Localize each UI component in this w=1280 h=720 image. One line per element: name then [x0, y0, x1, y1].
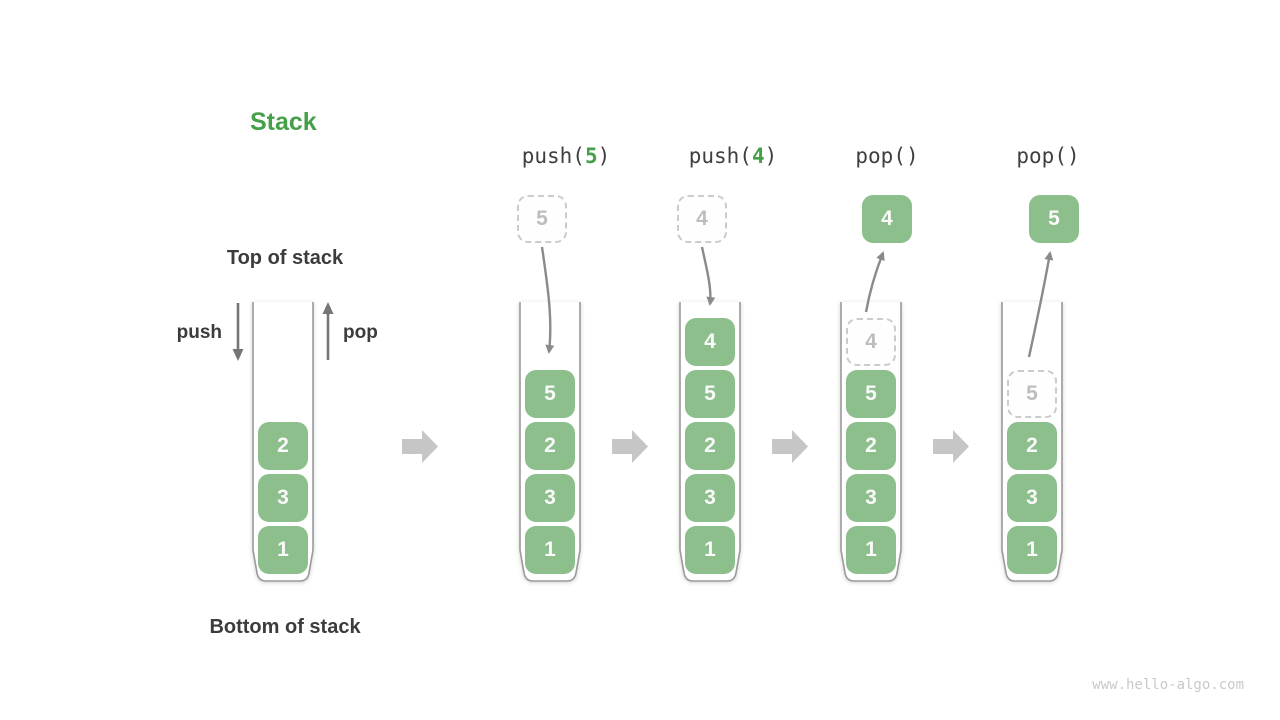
op-label-push-4: push(4) [658, 144, 808, 168]
pop-4-curve-arrow-icon [864, 251, 885, 313]
stack-item: 3 [846, 474, 896, 522]
stage-transition-arrow-icon [933, 430, 969, 463]
stack-item: 1 [1007, 526, 1057, 574]
stage-transition-arrow-icon [612, 430, 648, 463]
stack-item: 3 [258, 474, 308, 522]
stack-item: 1 [846, 526, 896, 574]
op-label-pop-first: pop() [812, 144, 962, 168]
stack-item: 1 [258, 526, 308, 574]
stack-item: 3 [1007, 474, 1057, 522]
stage-transition-arrow-icon [402, 430, 438, 463]
stack-item: 3 [685, 474, 735, 522]
op-arg: 5 [584, 144, 598, 168]
pop-5-curve-arrow-icon [1027, 251, 1054, 358]
stack-item-ghost: 4 [846, 318, 896, 366]
diagram-title: Stack [250, 108, 317, 136]
push-direction-arrowhead-icon [232, 349, 244, 361]
op-label-push-5: push(5) [491, 144, 641, 168]
stack-item: 2 [1007, 422, 1057, 470]
top-of-stack-label: Top of stack [226, 247, 344, 269]
watermark: www.hello-algo.com [1092, 677, 1244, 693]
floating-value-box-dashed: 4 [677, 195, 727, 243]
stage-transition-arrow-icon [772, 430, 808, 463]
op-label-pop-second: pop() [973, 144, 1123, 168]
stack-item: 2 [846, 422, 896, 470]
op-text: pop() [855, 144, 919, 168]
pop-label: pop [343, 322, 378, 343]
pop-direction-arrowhead-icon [322, 302, 334, 314]
stack-item: 4 [685, 318, 735, 366]
floating-value-box-dashed: 5 [517, 195, 567, 243]
stack-item: 2 [258, 422, 308, 470]
push-5-curve-arrow-icon [540, 246, 555, 354]
stack-item: 2 [525, 422, 575, 470]
push-4-curve-arrow-icon [700, 246, 716, 306]
op-arg: 4 [751, 144, 765, 168]
stack-item: 3 [525, 474, 575, 522]
floating-value-box-popped: 5 [1029, 195, 1079, 243]
bottom-of-stack-label: Bottom of stack [209, 616, 361, 638]
stack-item: 1 [525, 526, 575, 574]
floating-value-box-popped: 4 [862, 195, 912, 243]
stack-item: 5 [525, 370, 575, 418]
stack-item: 5 [685, 370, 735, 418]
op-text: ) [597, 144, 611, 168]
stack-item-ghost: 5 [1007, 370, 1057, 418]
stack-item: 5 [846, 370, 896, 418]
op-text: pop() [1016, 144, 1080, 168]
op-text: push( [688, 144, 752, 168]
op-text: push( [521, 144, 585, 168]
push-label: push [176, 322, 222, 343]
op-text: ) [764, 144, 778, 168]
stack-item: 2 [685, 422, 735, 470]
stack-item: 1 [685, 526, 735, 574]
